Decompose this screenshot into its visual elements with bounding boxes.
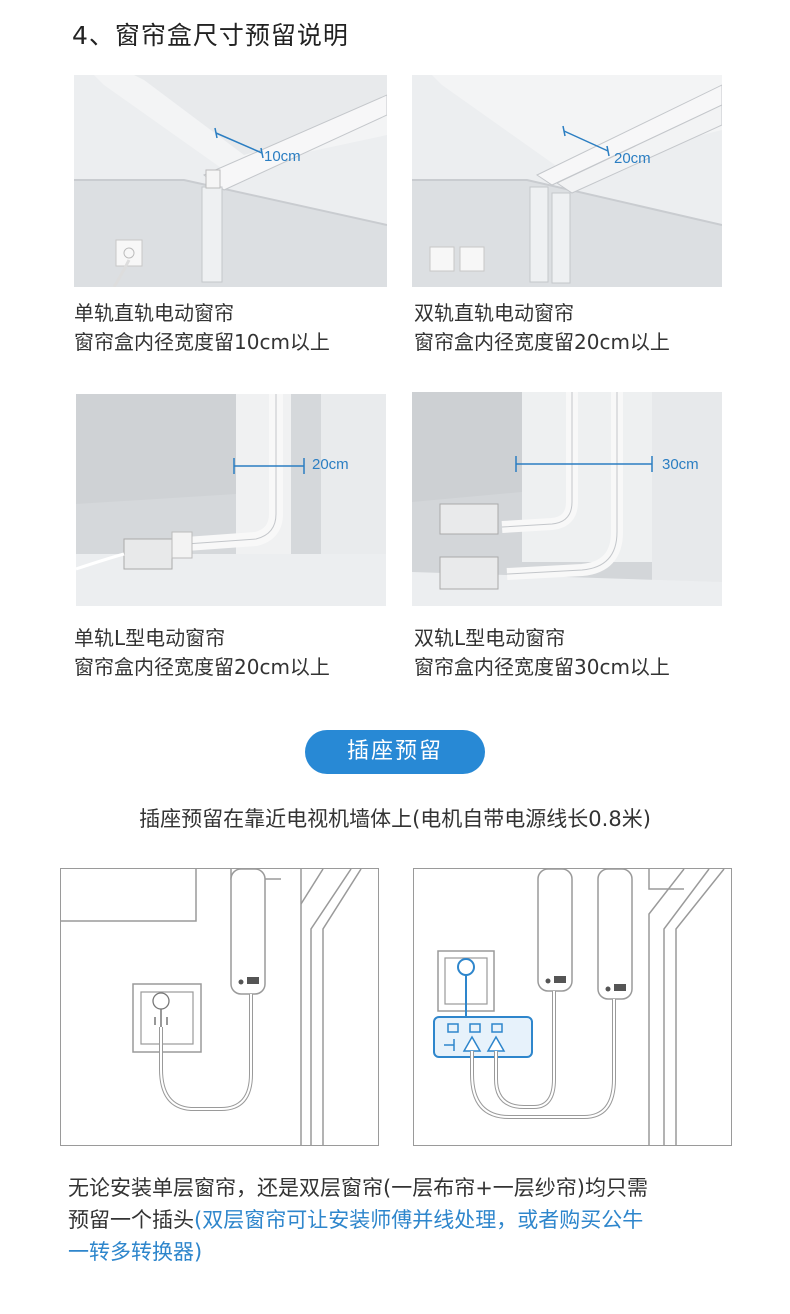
caption-line: 双轨直轨电动窗帘 — [414, 301, 574, 325]
caption-double-l: 双轨L型电动窗帘 窗帘盒内径宽度留30cm以上 — [414, 624, 670, 682]
footer-line-2: 预留一个插头(双层窗帘可让安装师傅并线处理，或者购买公牛 — [68, 1204, 748, 1236]
measure-label: 30cm — [662, 456, 699, 473]
measure-label: 20cm — [614, 150, 651, 167]
photo-single-l: 20cm — [76, 394, 386, 606]
measure-label: 20cm — [312, 456, 349, 473]
socket-reserve-badge: 插座预留 — [305, 730, 485, 774]
photo-double-l: 30cm — [412, 392, 722, 606]
footer-highlight: (双层窗帘可让安装师傅并线处理，或者购买公牛 — [194, 1208, 644, 1232]
photo-double-straight: 20cm — [412, 75, 722, 287]
footer-plain: 预留一个插头 — [68, 1208, 194, 1232]
caption-line: 单轨直轨电动窗帘 — [74, 301, 234, 325]
footer-note: 无论安装单层窗帘，还是双层窗帘(一层布帘+一层纱帘)均只需 预留一个插头(双层窗… — [68, 1172, 748, 1268]
diagram-single-socket — [60, 868, 379, 1146]
caption-line: 双轨L型电动窗帘 — [414, 626, 566, 650]
caption-single-straight: 单轨直轨电动窗帘 窗帘盒内径宽度留10cm以上 — [74, 299, 330, 357]
caption-line: 窗帘盒内径宽度留20cm以上 — [414, 330, 670, 354]
caption-line: 窗帘盒内径宽度留20cm以上 — [74, 655, 330, 679]
photo-single-straight: 10cm — [74, 75, 387, 287]
footer-line-1: 无论安装单层窗帘，还是双层窗帘(一层布帘+一层纱帘)均只需 — [68, 1176, 648, 1200]
caption-single-l: 单轨L型电动窗帘 窗帘盒内径宽度留20cm以上 — [74, 624, 330, 682]
caption-line: 窗帘盒内径宽度留30cm以上 — [414, 655, 670, 679]
section-title: 4、窗帘盒尺寸预留说明 — [72, 21, 349, 50]
diagram-power-strip — [413, 868, 732, 1146]
footer-line-3: 一转多转换器) — [68, 1240, 203, 1264]
caption-line: 窗帘盒内径宽度留10cm以上 — [74, 330, 330, 354]
caption-double-straight: 双轨直轨电动窗帘 窗帘盒内径宽度留20cm以上 — [414, 299, 670, 357]
measure-label: 10cm — [264, 148, 301, 165]
socket-description: 插座预留在靠近电视机墙体上(电机自带电源线长0.8米) — [139, 807, 651, 831]
caption-line: 单轨L型电动窗帘 — [74, 626, 226, 650]
